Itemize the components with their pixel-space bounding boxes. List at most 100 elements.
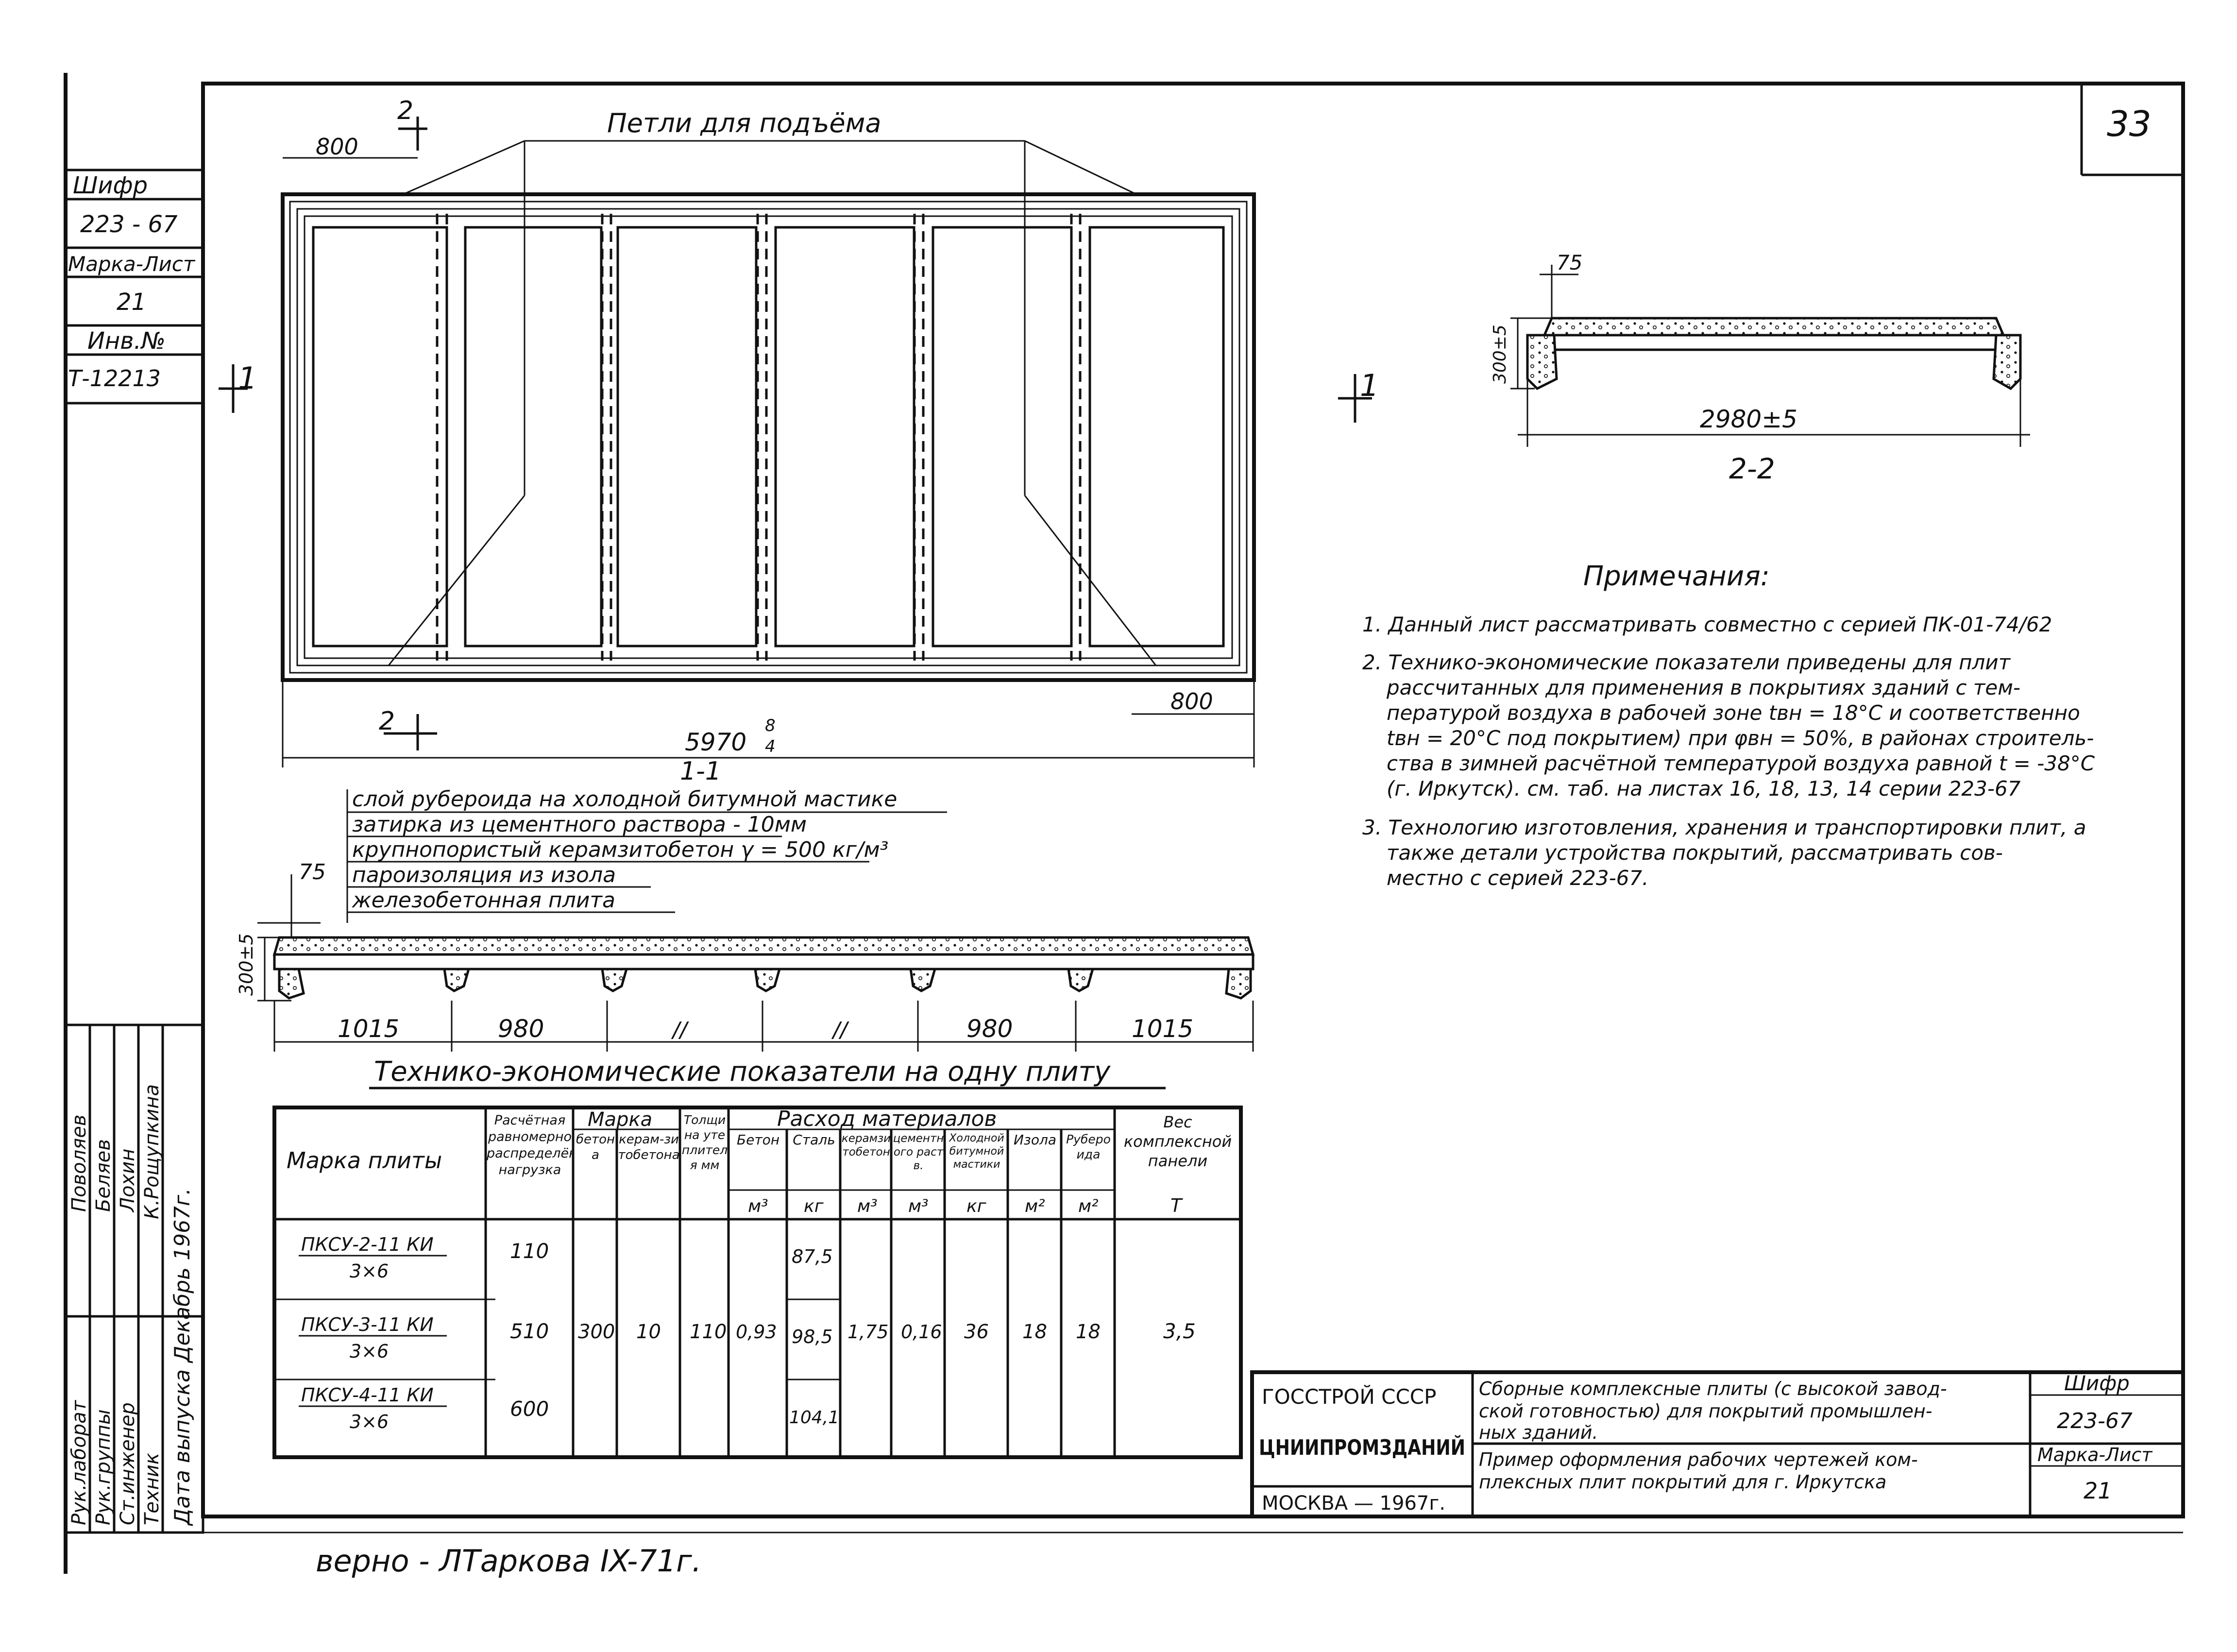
th-weight-box: Вес комплексной панели <box>1123 1113 1232 1170</box>
th-marka-group: Марка <box>588 1108 652 1131</box>
unit-steel: кг <box>804 1196 824 1216</box>
th-steel-box: Сталь <box>793 1132 835 1148</box>
unit-keramzit: м³ <box>857 1196 878 1216</box>
tb-cipher-label: Шифр <box>2064 1371 2130 1395</box>
cell-ruberoid: 18 <box>1076 1321 1101 1343</box>
role-1: Рук.лаборат <box>68 1399 90 1525</box>
row-3-steel: 104,1 <box>789 1408 839 1428</box>
tb-cipher-value: 223-67 <box>2057 1409 2133 1433</box>
th-concrete-mark-box: бетона <box>576 1132 615 1162</box>
tb-mark-sheet-label: Марка-Лист <box>2037 1444 2153 1465</box>
row-3-load: 600 <box>510 1397 549 1421</box>
stamp-cipher-value: 223 - 67 <box>80 211 178 238</box>
span-1: 1015 <box>338 1015 399 1043</box>
sheet-description-line-3: ных зданий. <box>1479 1422 1598 1443</box>
cell-cement: 0,16 <box>901 1321 942 1343</box>
section-11-dim-75: 75 <box>299 860 326 885</box>
th-beton: Бетон <box>736 1132 780 1148</box>
th-keramzit-mark-box: керам-зитобетона <box>618 1132 680 1162</box>
stamp-inv-value: Т-12213 <box>68 365 161 392</box>
note-3: 3. Технологию изготовления, хранения и т… <box>1362 816 2086 839</box>
plan-dim-top-left: 800 <box>316 134 358 160</box>
table-caption: Технико-экономические показатели на одну… <box>374 1056 1111 1088</box>
th-load-box: Расчётная равномерно распределённая нагр… <box>487 1113 573 1177</box>
row-1-steel: 87,5 <box>792 1246 833 1267</box>
th-mark: Марка плиты <box>287 1147 442 1174</box>
name-4: К.Рощупкина <box>141 1084 163 1219</box>
cell-concrete-mark: 300 <box>578 1321 615 1343</box>
table-row: ПКСУ-4-11 КИ 3×6 600 104,1 <box>299 1384 839 1432</box>
row-3-size: 3×6 <box>350 1411 389 1432</box>
section-22-dim-width: 2980±5 <box>1700 405 1797 433</box>
row-2-steel: 98,5 <box>792 1326 833 1347</box>
th-ruberoid: Рубероида <box>1066 1132 1111 1161</box>
page-number: 33 <box>2107 103 2152 144</box>
cell-keramzit: 1,75 <box>847 1321 889 1343</box>
unit-cement: м³ <box>908 1196 929 1216</box>
tb-mark-sheet-value: 21 <box>2084 1478 2112 1504</box>
note-2-line-6: (г. Иркутск). см. таб. на листах 16, 18,… <box>1387 777 2021 800</box>
role-2: Рук.группы <box>92 1409 115 1525</box>
th-mastic-box: Холодной битумной мастики <box>949 1132 1004 1171</box>
th-cement-box: цементного раств. <box>893 1132 944 1172</box>
th-izol-box: Изола <box>1013 1132 1057 1148</box>
name-1: Поволяев <box>68 1115 90 1212</box>
th-izol: Изола <box>1013 1132 1057 1148</box>
section-11-leaders <box>346 789 947 923</box>
section-22-dim-height: 300±5 <box>1490 324 1510 384</box>
plan-dim-tol-minus: 4 <box>765 737 776 756</box>
name-3: Лохин <box>117 1149 139 1213</box>
cell-beton: 0,93 <box>736 1321 777 1343</box>
th-mastic: Холодной битумной мастики <box>949 1132 1004 1171</box>
th-cement: цементного раств. <box>893 1132 944 1172</box>
table-row: ПКСУ-3-11 КИ 3×6 510 98,5 <box>299 1314 833 1362</box>
tech-econ-table <box>272 1106 1243 1459</box>
plan-section-mark-left: 1 <box>238 360 257 396</box>
name-2: Беляев <box>92 1139 115 1212</box>
unit-mastic: кг <box>966 1196 987 1216</box>
section-22-cut-mark: 1 <box>1360 368 1379 403</box>
th-steel: Сталь <box>793 1132 835 1148</box>
span-2: 980 <box>498 1015 544 1043</box>
stamp-inv-label: Инв.№ <box>87 327 166 355</box>
section-11-profile <box>257 874 1255 1052</box>
th-keramzit-mark: керам-зитобетона <box>618 1132 680 1162</box>
note-3-line-2: также детали устройства покрытий, рассма… <box>1387 841 2003 865</box>
role-4: Техник <box>141 1453 163 1525</box>
cell-mastic: 36 <box>964 1321 989 1343</box>
plan-section-mark-top: 2 <box>397 96 413 125</box>
note-1: 1. Данный лист рассматривать совместно с… <box>1362 613 2052 636</box>
note-2-line-2: рассчитанных для применения в покрытиях … <box>1386 676 2020 699</box>
role-3: Ст.инженер <box>117 1402 139 1525</box>
note-3-line-3: местно с серией 223-67. <box>1387 866 1649 890</box>
row-1-load: 110 <box>510 1239 549 1263</box>
row-2-mark: ПКСУ-3-11 КИ <box>301 1314 434 1335</box>
unit-weight: Т <box>1170 1195 1183 1216</box>
unit-izol: м² <box>1025 1196 1045 1216</box>
note-2-line-4: tвн = 20°C под покрытием) при φвн = 50%,… <box>1387 726 2094 750</box>
sheet-example-line-2: плексных плит покрытий для г. Иркутска <box>1479 1471 1886 1493</box>
org-cniipromzdaniy: ЦНИИПРОМЗДАНИЙ <box>1259 1434 1465 1460</box>
unit-ruberoid: м² <box>1078 1196 1099 1216</box>
section-22-dim-75: 75 <box>1557 251 1582 274</box>
verification-signature: верно - ЛТаркова IX-71г. <box>316 1543 701 1579</box>
plan-title: Петли для подъёма <box>607 108 881 138</box>
row-2-load: 510 <box>510 1319 549 1343</box>
sheet-description-line-2: ской готовностью) для покрытий промышлен… <box>1479 1400 1932 1422</box>
th-weight: Вес комплексной панели <box>1123 1113 1232 1170</box>
section-11-dim-height: 300±5 <box>236 933 257 996</box>
row-2-size: 3×6 <box>350 1341 389 1362</box>
side-stamp <box>64 169 204 405</box>
row-1-mark: ПКСУ-2-11 КИ <box>301 1234 434 1255</box>
table-row: ПКСУ-2-11 КИ 3×6 110 87,5 <box>299 1234 833 1282</box>
th-concrete-mark: бетона <box>576 1132 615 1162</box>
span-4: // <box>831 1018 849 1042</box>
release-date: Дата выпуска Декабрь 1967г. <box>170 1188 195 1526</box>
th-keramzit: керамзитобетон <box>841 1132 891 1158</box>
cell-izol: 18 <box>1022 1321 1047 1343</box>
section-22-profile <box>1338 265 2030 447</box>
span-5: 980 <box>966 1015 1013 1043</box>
layer-paroizolyaciya: пароизоляция из изола <box>352 863 616 887</box>
plan-dim-tol-plus: 8 <box>765 716 776 735</box>
